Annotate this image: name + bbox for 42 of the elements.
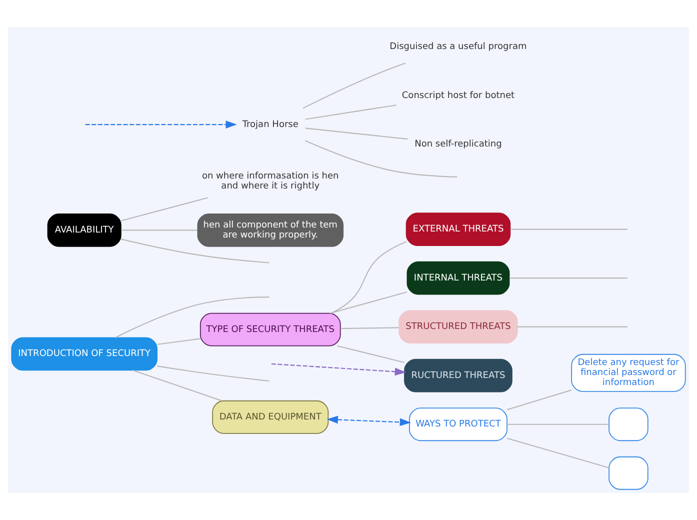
node-box: AVAILABILITY	[47, 213, 122, 247]
connector	[121, 230, 198, 231]
node-box: DATA AND EQUIPMENT	[212, 400, 329, 434]
connector	[157, 366, 270, 382]
connector	[305, 104, 396, 120]
node-box: Delete any request for financial password or information	[571, 354, 686, 392]
connector	[507, 438, 609, 468]
node-box: STRUCTURED THREATS	[398, 310, 518, 344]
arrow	[85, 120, 237, 128]
node-box	[608, 408, 648, 442]
node-box: RUCTURED THREATS	[404, 358, 512, 392]
connector	[509, 278, 628, 279]
arrow	[271, 363, 406, 376]
connector	[518, 326, 628, 328]
connector	[305, 128, 408, 140]
node-text: Trojan Horse	[242, 120, 298, 130]
connector	[115, 296, 270, 338]
connector	[120, 238, 270, 264]
node-box: INTRODUCTION OF SECURITY	[11, 337, 158, 371]
connector	[132, 370, 222, 402]
connector	[337, 345, 405, 364]
node-box	[608, 456, 648, 490]
connector	[302, 62, 406, 109]
node-box: WAYS TO PROTECT	[409, 408, 508, 442]
connector	[507, 424, 609, 425]
node-text: on where informasation is hen and where it is rightly	[202, 172, 339, 192]
connector	[510, 228, 628, 230]
connector	[340, 327, 399, 330]
node-text: Non self-replicating	[414, 140, 502, 150]
node-text: Conscript host for botnet	[402, 90, 515, 101]
connector	[507, 390, 572, 410]
node-box: EXTERNAL THREATS	[406, 212, 511, 246]
node-text: Disguised as a useful program	[390, 42, 527, 52]
connector	[330, 241, 406, 314]
node-box: TYPE OF SECURITY THREATS	[200, 312, 341, 346]
connector	[157, 338, 200, 345]
connector	[330, 291, 408, 314]
node-box: hen all component of the tem are working properly.	[197, 213, 344, 247]
connector	[304, 140, 458, 178]
connector	[121, 197, 208, 222]
node-box: INTERNAL THREATS	[406, 261, 510, 295]
arrow	[326, 416, 412, 426]
